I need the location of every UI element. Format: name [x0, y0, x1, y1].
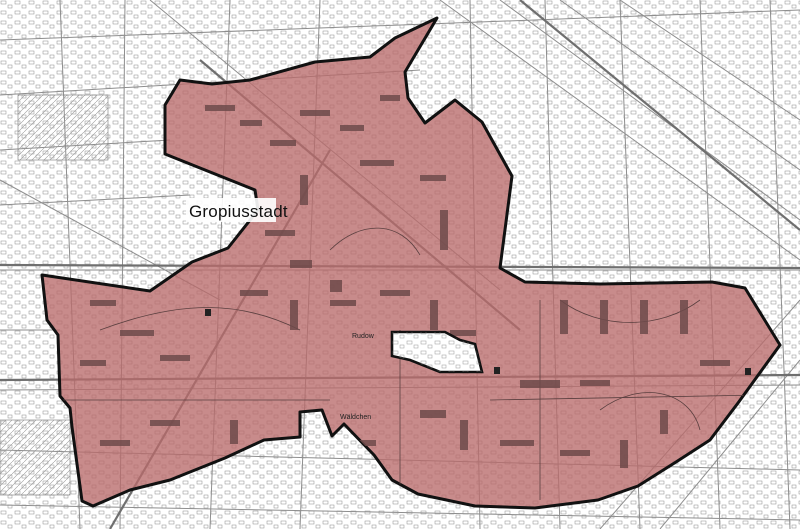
rail-yard — [0, 419, 71, 496]
place-label-waeldchen: Wäldchen — [340, 414, 372, 421]
station-marker-icon — [494, 367, 500, 374]
district-label: Gropiusstadt — [189, 202, 288, 221]
station-marker-icon — [745, 368, 751, 375]
district-label-bg — [186, 198, 276, 222]
place-label-rudow: Rudow — [352, 333, 374, 340]
station-marker-icon — [205, 309, 211, 316]
area-details — [60, 95, 761, 500]
industrial-zone — [17, 94, 109, 161]
